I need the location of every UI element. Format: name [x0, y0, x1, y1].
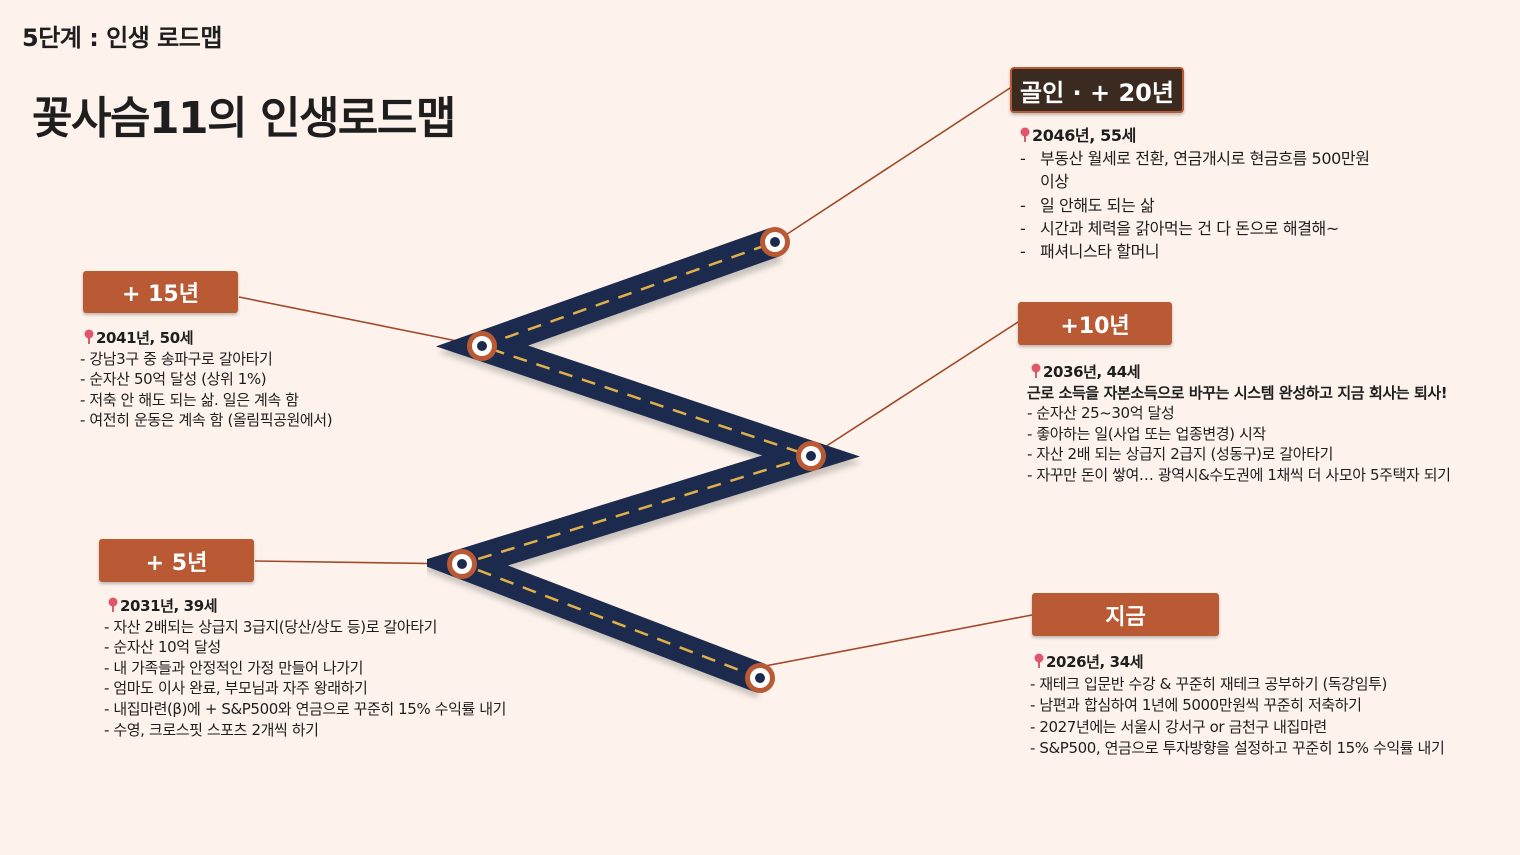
milestone-item: - 남편과 합심하여 1년에 5000만원씩 꾸준히 저축하기 — [1030, 696, 1362, 715]
milestone-item-text: 패셔니스타 할머니 — [1040, 242, 1160, 262]
connector-15y — [238, 296, 483, 347]
tag-15y: + 15년 — [83, 271, 238, 313]
milestone-item-text: 시간과 체력을 갉아먹는 건 다 돈으로 해결해~ — [1040, 218, 1339, 238]
milestone-item-text: 부동산 월세로 전환, 연금개시로 현금흐름 500만원 — [1040, 149, 1370, 169]
step-label: 5단계 : 인생 로드맵 — [22, 24, 222, 52]
bullet-dash: - — [1020, 195, 1026, 215]
milestone-10y-block: 2036년, 44세 근로 소득을 자본소득으로 바꾸는 시스템 완성하고 지금… — [1027, 362, 1451, 486]
milestone-20y-block: 2046년, 55세 -부동산 월세로 전환, 연금개시로 현금흐름 500만원… — [1020, 124, 1370, 263]
node-15y — [467, 331, 497, 361]
milestone-item: -부동산 월세로 전환, 연금개시로 현금흐름 500만원 — [1020, 147, 1370, 170]
milestone-10y-summary: 근로 소득을 자본소득으로 바꾸는 시스템 완성하고 지금 회사는 퇴사! — [1027, 383, 1448, 402]
milestone-15y-date: 2041년, 50세 — [96, 329, 194, 347]
page-title: 꽃사슴11의 인생로드맵 — [32, 93, 456, 144]
milestone-item: - 순자산 50억 달성 (상위 1%) — [80, 370, 267, 389]
milestone-now-date-row: 2026년, 34세 — [1030, 652, 1444, 674]
pin-icon — [108, 597, 118, 612]
pin-icon — [1031, 363, 1041, 378]
bullet-dash: - — [1020, 149, 1026, 169]
node-now — [745, 663, 775, 693]
milestone-10y-items: - 순자산 25~30억 달성- 좋아하는 일(사업 또는 업종변경) 시작 - … — [1027, 403, 1451, 485]
milestone-15y-date-row: 2041년, 50세 — [80, 328, 332, 349]
milestone-item: - 순자산 25~30억 달성 — [1027, 404, 1175, 423]
pin-icon — [1034, 653, 1044, 668]
milestone-10y-date: 2036년, 44세 — [1043, 363, 1141, 381]
milestone-item: - 내집마련(β)에 + S&P500와 연금으로 꾸준히 15% 수익률 내기 — [104, 699, 507, 718]
milestone-item: - 자산 2배되는 상급지 3급지(당산/상도 등)로 갈아타기 — [104, 617, 438, 636]
node-10y — [796, 441, 826, 471]
milestone-item: -패셔니스타 할머니 — [1020, 240, 1370, 263]
node-5y — [447, 549, 477, 579]
milestone-5y-block: 2031년, 39세 - 자산 2배되는 상급지 3급지(당산/상도 등)로 갈… — [104, 596, 506, 740]
milestone-10y-date-row: 2036년, 44세 — [1027, 362, 1451, 383]
milestone-item: -시간과 체력을 갉아먹는 건 다 돈으로 해결해~ — [1020, 217, 1370, 240]
milestone-item: - 2027년에는 서울시 강서구 or 금천구 내집마련 — [1030, 717, 1327, 736]
tag-5y: + 5년 — [99, 539, 254, 582]
tag-now: 지금 — [1032, 593, 1219, 636]
bullet-dash: - — [1020, 242, 1026, 262]
milestone-5y-date: 2031년, 39세 — [120, 597, 218, 615]
milestone-item: - 자산 2배 되는 상급지 2급지 (성동구)로 갈아타기 — [1027, 445, 1333, 464]
milestone-item: - 여전히 운동은 계속 함 (올림픽공원에서) — [80, 411, 333, 430]
milestone-15y-block: 2041년, 50세 - 강남3구 중 송파구로 갈아타기 - 순자산 50억 달… — [80, 328, 333, 431]
pin-icon — [1020, 127, 1030, 142]
milestone-20y-date: 2046년, 55세 — [1032, 126, 1136, 145]
road — [416, 227, 860, 693]
milestone-now-block: 2026년, 34세 - 재테크 입문반 수강 & 꾸준히 재테크 공부하기 (… — [1030, 652, 1445, 760]
milestone-item: 이상 — [1020, 170, 1370, 193]
tag-goal-20y: 골인 · + 20년 — [1010, 67, 1184, 113]
tag-10y: +10년 — [1018, 302, 1172, 345]
milestone-item: - 수영, 크로스핏 스포츠 2개씩 하기 — [104, 720, 319, 739]
milestone-now-items: - 재테크 입문반 수강 & 꾸준히 재테크 공부하기 (독강임투) - 남편과 … — [1030, 674, 1445, 760]
connector-20y — [774, 87, 1011, 243]
milestone-item: - 좋아하는 일(사업 또는 업종변경) 시작 — [1027, 424, 1266, 443]
connector-10y — [810, 321, 1019, 457]
road-nodes — [447, 227, 826, 693]
milestone-5y-items: - 자산 2배되는 상급지 3급지(당산/상도 등)로 갈아타기 - 순자산 10… — [104, 617, 506, 741]
bullet-dash — [1020, 170, 1040, 193]
milestone-item: - 강남3구 중 송파구로 갈아타기 — [80, 349, 273, 368]
connector-now — [759, 614, 1033, 668]
connector-lines — [238, 87, 1033, 668]
milestone-item: - 내 가족들과 안정적인 가정 만들어 나가기 — [104, 658, 364, 677]
pin-icon — [84, 329, 94, 344]
milestone-5y-date-row: 2031년, 39세 — [104, 596, 506, 617]
milestone-item: - 저축 안 해도 되는 삶. 일은 계속 함 — [80, 390, 299, 409]
bullet-dash: - — [1020, 218, 1026, 238]
milestone-15y-items: - 강남3구 중 송파구로 갈아타기- 순자산 50억 달성 (상위 1%)- … — [80, 349, 333, 431]
milestone-item: - 엄마도 이사 완료, 부모님과 자주 왕래하기 — [104, 679, 368, 698]
milestone-20y-date-row: 2046년, 55세 — [1020, 124, 1370, 147]
milestone-now-date: 2026년, 34세 — [1046, 653, 1144, 671]
milestone-item: - 재테크 입문반 수강 & 꾸준히 재테크 공부하기 (독강임투) — [1030, 674, 1387, 693]
milestone-item: - 자꾸만 돈이 쌓여… 광역시&수도권에 1채씩 더 사모아 5주택자 되기 — [1027, 465, 1451, 484]
milestone-item-text: 이상 — [1040, 172, 1069, 192]
milestone-item: -일 안해도 되는 삶 — [1020, 194, 1370, 217]
milestone-item: - S&P500, 연금으로 투자방향을 설정하고 꾸준히 15% 수익률 내기 — [1030, 739, 1445, 758]
milestone-item-text: 일 안해도 되는 삶 — [1040, 195, 1155, 215]
milestone-item: - 순자산 10억 달성 — [104, 638, 221, 657]
node-20y — [760, 227, 790, 257]
